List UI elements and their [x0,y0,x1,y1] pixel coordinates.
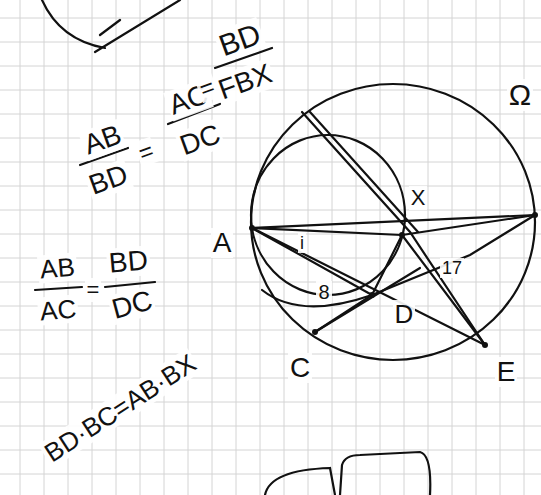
segment [302,112,485,345]
fraction-term: DC [107,285,158,325]
points [249,212,538,348]
fraction-term: BD [105,245,150,279]
fraction-term: BD [213,17,267,63]
equals-sign: = [133,137,159,168]
segment [252,228,402,235]
corner-fragment [42,0,180,52]
box-fragment [340,452,430,495]
segment [315,235,402,332]
equals-sign: = [85,278,102,302]
box-fragment [265,468,335,495]
fraction-term: AB [37,252,78,283]
segment [315,268,420,332]
point-label: D [393,300,416,328]
fraction-bar [35,287,82,290]
angle-mark: 8 [316,281,331,303]
inner-circle [251,135,405,295]
point-label: X [409,186,428,210]
segment [252,228,372,295]
fraction-term: AC [37,294,79,325]
fraction-term: AB [78,119,127,161]
point-label: E [495,357,518,387]
segment [402,215,535,235]
angle-mark: i [298,233,306,253]
segment [402,235,485,345]
circumcircle [251,84,535,360]
fraction-term: BD [83,159,134,202]
angle-mark: 17 [440,258,464,278]
point-label: C [288,353,312,383]
segment [310,112,418,232]
point-label: A [211,228,234,258]
ink [35,0,535,495]
segment [252,228,485,345]
circle-name: Ω [507,79,533,111]
fraction-term: DC [174,118,226,161]
